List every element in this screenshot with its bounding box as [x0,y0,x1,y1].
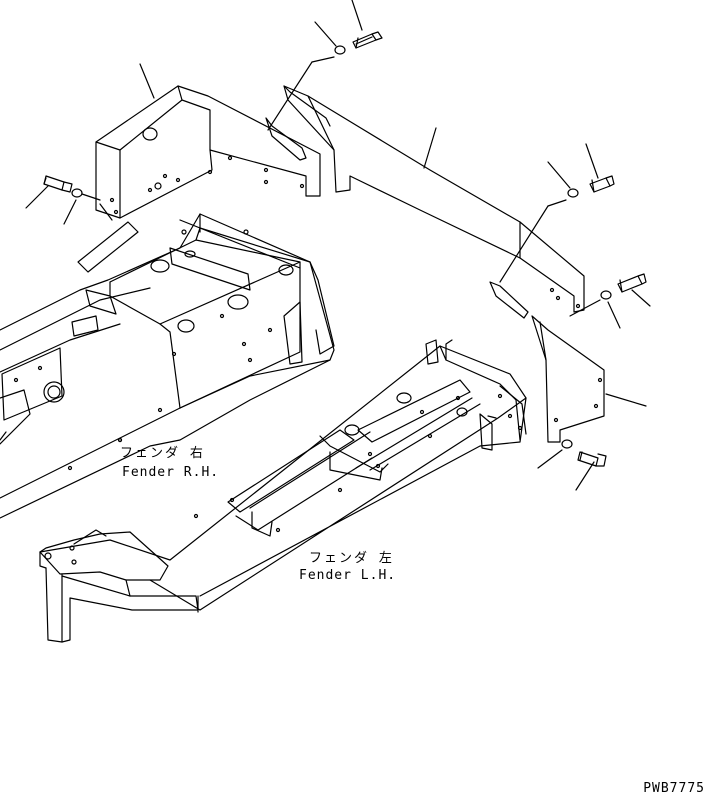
leader-washer-left [63,199,77,225]
leader-bolt-right-lower [575,461,595,491]
fender-lh-label-jp: フェンダ 左 [309,551,394,566]
leader-bolt-right-upper [585,143,599,179]
pad-left [77,221,139,273]
leader-pad [99,203,113,221]
drawing-code: PWB7775 [643,781,705,796]
bolt-top [352,31,383,49]
leader-fender-strip [423,127,437,169]
leader-bracket-point [267,61,313,131]
leader-washer-right-lower [537,449,563,469]
leader-washer-to-bracket-left [81,193,101,201]
bolt-right-lower [577,451,607,467]
leader-bolt-left [25,185,49,209]
leader-bracket-upper [139,63,155,99]
washer-right-middle [600,290,612,300]
washer-top [334,45,346,55]
fender-rh-label-jp: フェンダ 右 [120,446,205,461]
bolt-right-middle [617,273,647,293]
bolt-right-upper [589,175,615,193]
washer-right-upper [567,188,579,198]
fender-rh-label-en: Fender R.H. [122,465,220,480]
leader-washer-top [314,21,337,47]
leader-bolt-top [351,0,363,31]
bolt-left [43,175,73,193]
leader-washer-to-strip [547,199,567,207]
fender-strip [283,85,585,319]
end-plate-right [531,315,605,443]
leader-strip-point [499,205,549,283]
leader-washer-to-bracket [311,56,335,63]
bracket-panel-upper [95,85,321,219]
washer-right-lower [561,439,573,449]
leader-washer-right-middle [607,301,621,329]
leader-end-plate [605,393,647,407]
washer-left [71,188,83,198]
leader-washer-to-strip-end [569,299,601,317]
fender-rh [0,213,335,519]
leader-bolt-right-middle [631,289,651,307]
fender-lh-label-en: Fender L.H. [299,568,397,583]
leader-washer-right-upper [547,161,571,189]
fender-lh [39,339,527,643]
